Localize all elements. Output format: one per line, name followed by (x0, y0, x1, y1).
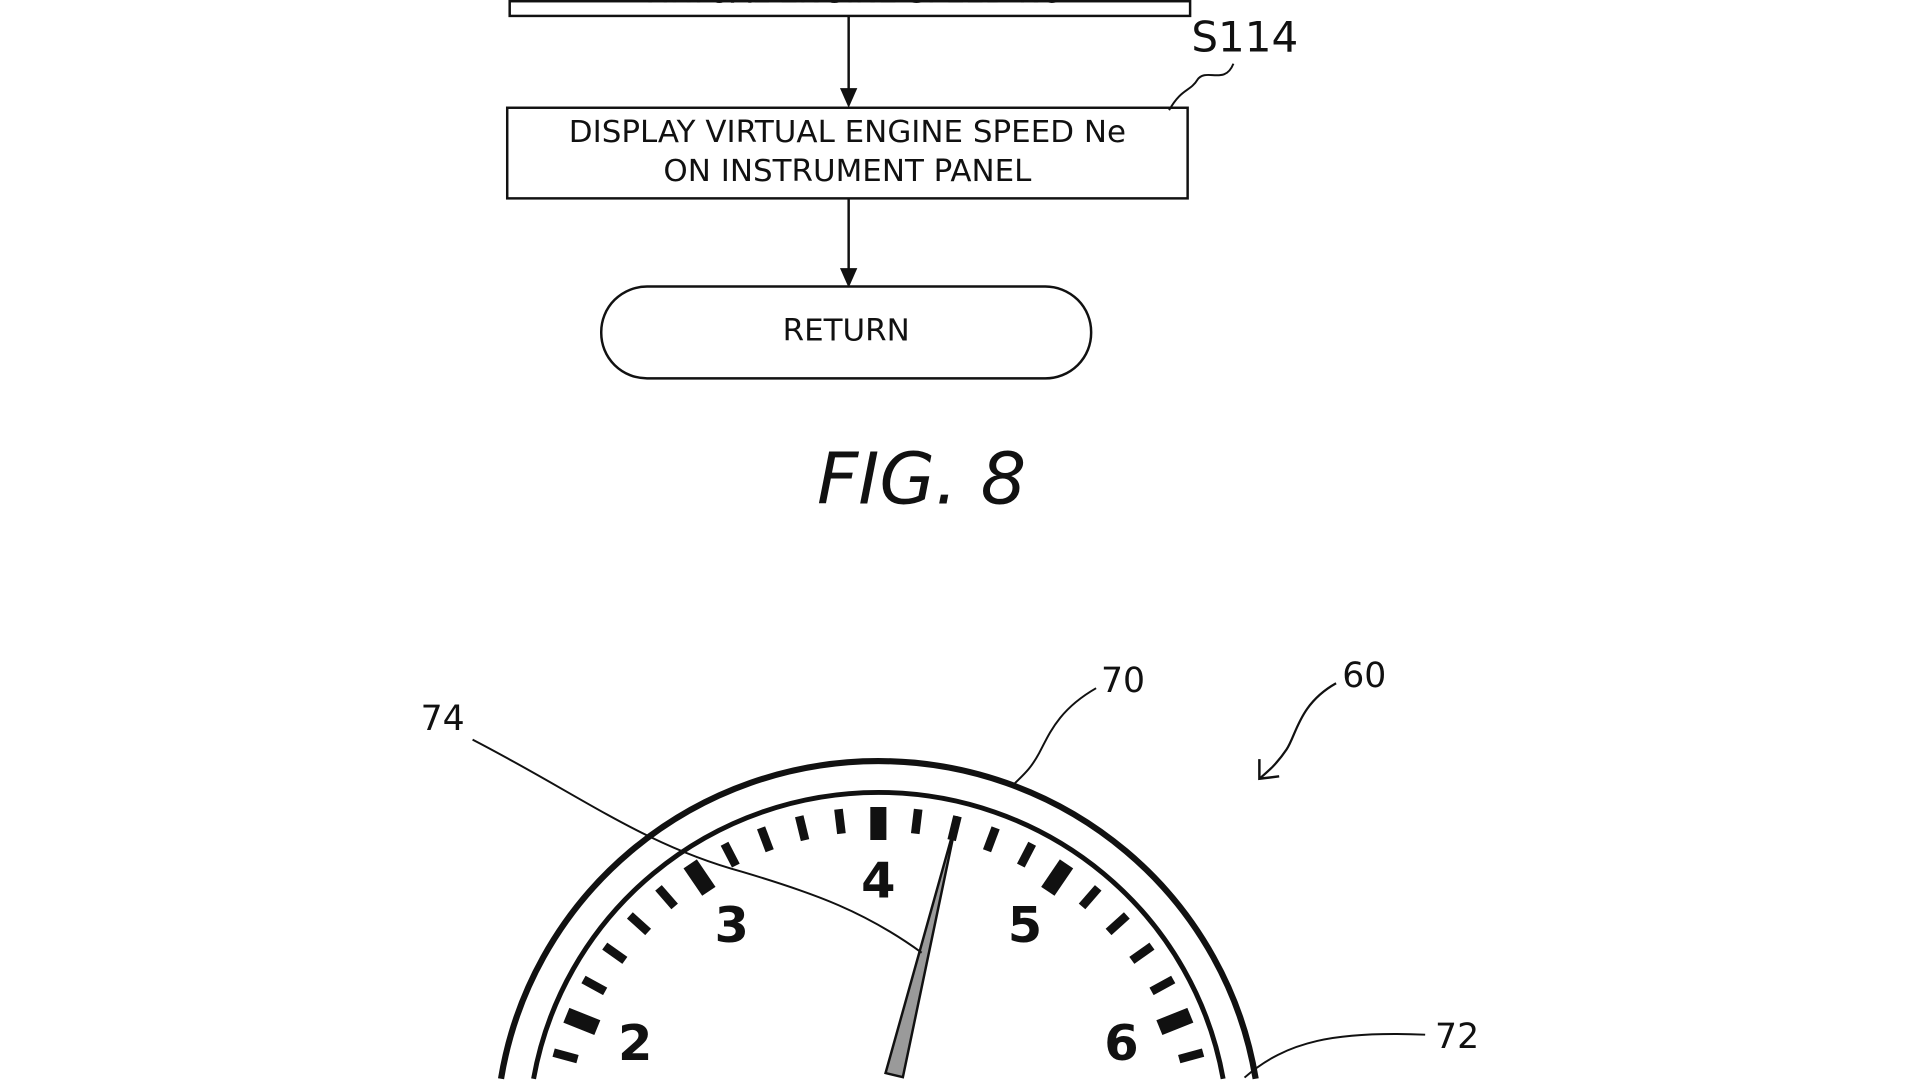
step-leader (1168, 63, 1235, 111)
minor-tick (602, 942, 628, 964)
minor-tick (910, 808, 923, 835)
step-s114-line-1: DISPLAY VIRTUAL ENGINE SPEED Ne (569, 114, 1126, 150)
minor-tick (1017, 841, 1037, 868)
ref-72-leader (1243, 1033, 1426, 1079)
minor-tick (834, 808, 846, 835)
minor-tick (1078, 885, 1102, 910)
ref-70: 70 (1101, 661, 1145, 701)
ref-74: 74 (421, 699, 465, 739)
ref-60-arrow (1258, 682, 1337, 780)
scale-number: 6 (1104, 1014, 1138, 1072)
minor-tick (720, 841, 740, 868)
minor-tick (655, 885, 678, 910)
minor-tick (626, 912, 652, 936)
minor-tick (756, 826, 774, 853)
scale-number: 5 (1008, 896, 1042, 954)
ref-60: 60 (1342, 656, 1386, 696)
minor-tick (795, 815, 810, 842)
ref-60-arrowhead (1258, 759, 1280, 781)
major-tick (1156, 1007, 1194, 1035)
minor-tick (1105, 912, 1130, 936)
arrow-1-head (840, 88, 858, 108)
ref-72: 72 (1435, 1017, 1479, 1057)
major-tick (563, 1007, 601, 1035)
tachometer-gauge: 2 3 4 5 6 (497, 758, 1259, 1080)
minor-tick (552, 1048, 579, 1064)
gauge-dial (531, 790, 1226, 1080)
figure-caption: FIG. 8 (817, 438, 1026, 521)
minor-tick (581, 975, 608, 996)
minor-tick (982, 826, 1000, 853)
return-terminal (600, 285, 1093, 380)
step-s114-line-2: ON INSTRUMENT PANEL (663, 153, 1031, 189)
arrow-2-head (840, 268, 858, 288)
gauge-needle (884, 815, 959, 1079)
ref-70-leader (1013, 687, 1097, 785)
scale-number: 4 (861, 852, 895, 910)
minor-tick (1129, 942, 1155, 964)
major-tick (683, 859, 716, 896)
gauge-bezel (497, 758, 1259, 1080)
previous-step-text: VIRTUAL ENGINE SPEED Ne (640, 0, 1061, 10)
scale-number: 3 (714, 896, 748, 954)
minor-tick (1178, 1048, 1205, 1064)
minor-tick (1149, 975, 1176, 996)
step-label-s114: S114 (1191, 13, 1298, 62)
ref-74-leader (472, 738, 923, 954)
return-text: RETURN (783, 313, 910, 349)
major-tick (1041, 859, 1074, 896)
scale-number: 2 (618, 1014, 652, 1072)
